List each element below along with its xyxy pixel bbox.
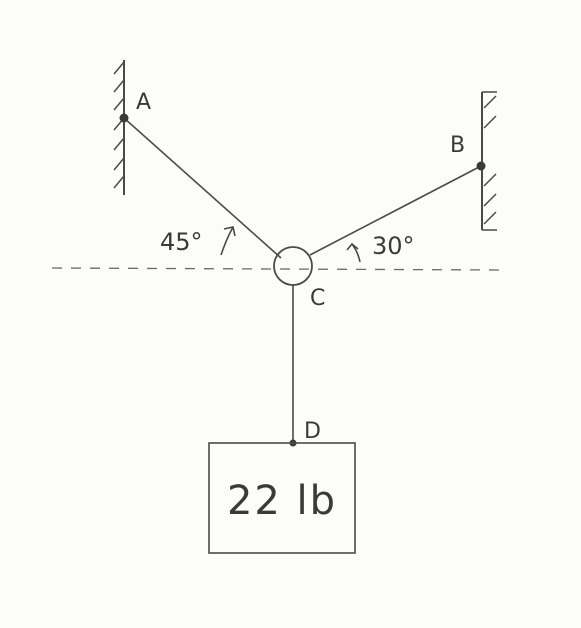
cable-ac	[123, 117, 282, 259]
horizontal-reference-line	[51, 267, 506, 271]
label-point-b: B	[450, 133, 465, 158]
angle-arrow-left	[220, 226, 236, 256]
cable-bc	[309, 165, 482, 256]
angle-label-left: 45°	[160, 228, 203, 256]
ring-c	[273, 246, 313, 286]
wall-support-left	[113, 60, 125, 195]
wall-support-right	[481, 91, 497, 231]
weight-label: 22 lb	[227, 478, 337, 524]
angle-arrow-right	[346, 242, 361, 263]
label-point-a: A	[136, 90, 151, 115]
label-point-c: C	[310, 286, 325, 311]
point-b-dot	[476, 161, 486, 171]
point-a-dot	[119, 113, 129, 123]
label-point-d: D	[304, 419, 321, 444]
weight-box	[208, 442, 356, 554]
angle-label-right: 30°	[372, 232, 415, 260]
